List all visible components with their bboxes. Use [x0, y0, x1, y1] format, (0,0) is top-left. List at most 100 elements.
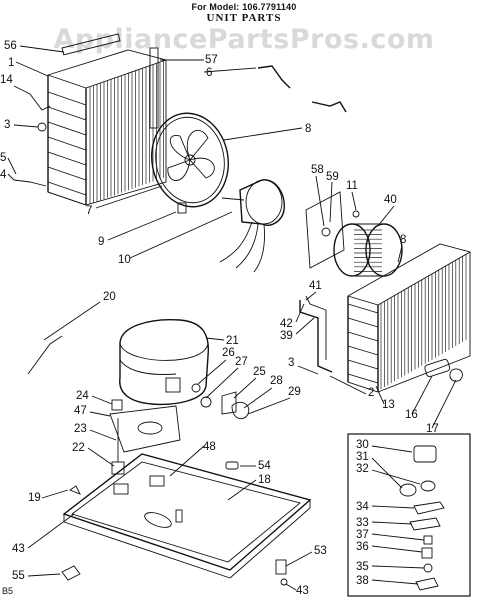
- evaporator-tube: [347, 331, 379, 342]
- leader-line: [13, 85, 31, 95]
- condenser-tube: [47, 136, 87, 151]
- leader-line: [371, 565, 425, 569]
- callout-54: 54: [258, 460, 271, 472]
- part-34-switch: [413, 501, 445, 515]
- callout-8b: 8: [400, 234, 406, 246]
- leader-line: [91, 395, 113, 405]
- callout-13: 13: [382, 399, 395, 411]
- leader-line: [295, 317, 315, 335]
- leader-line: [89, 429, 117, 441]
- callout-29: 29: [288, 386, 301, 398]
- callout-16: 16: [405, 409, 418, 421]
- callout-42: 42: [280, 318, 293, 330]
- part-43-screw: [280, 578, 288, 586]
- leader-line: [205, 367, 239, 399]
- leader-line: [243, 387, 273, 409]
- capillary-tube-2: [305, 295, 327, 360]
- callout-11: 11: [346, 180, 358, 192]
- callout-31: 31: [356, 451, 369, 463]
- part-16-drain: [424, 358, 451, 378]
- leader-line: [371, 579, 419, 585]
- callout-18: 18: [258, 474, 271, 486]
- part-35: [423, 563, 433, 573]
- leader-line: [285, 583, 297, 591]
- part-56-bracket: [61, 33, 121, 56]
- fan-motor: [219, 179, 285, 273]
- leader-line: [371, 521, 413, 525]
- compressor: [119, 319, 210, 406]
- callout-28: 28: [270, 375, 283, 387]
- evaporator-tube: [347, 359, 379, 370]
- leader-line: [377, 205, 395, 227]
- callout-14: 14: [0, 74, 13, 86]
- callout-2: 2: [368, 387, 374, 399]
- leader-line: [41, 489, 69, 499]
- leader-line: [27, 513, 75, 549]
- part-55-bracket: [61, 565, 81, 581]
- evaporator-tube: [347, 317, 379, 328]
- callout-58: 58: [311, 164, 324, 176]
- callout-23: 23: [74, 423, 87, 435]
- callout-33: 33: [356, 517, 369, 529]
- leader-line: [169, 445, 205, 477]
- callout-57: 57: [205, 54, 218, 66]
- callout-43b: 43: [296, 585, 309, 597]
- callout-5: 5: [0, 152, 6, 164]
- callout-8: 8: [305, 123, 311, 135]
- leader-line: [233, 377, 257, 399]
- leader-line: [297, 365, 319, 375]
- leader-line: [329, 181, 333, 223]
- part-11-washer: [352, 210, 360, 218]
- leader-line: [7, 157, 17, 175]
- callout-3b: 3: [288, 357, 294, 369]
- capillary-tube: [299, 300, 333, 373]
- leader-line: [247, 397, 291, 415]
- callout-43: 43: [12, 543, 25, 555]
- base-pan: [62, 453, 312, 579]
- callout-36: 36: [356, 541, 369, 553]
- part-54-pad: [225, 461, 239, 470]
- leader-line: [371, 545, 423, 553]
- watermark: AppliancePartsPros.com: [53, 24, 435, 55]
- compressor-mount: [109, 399, 181, 475]
- part-30-capacitor: [413, 445, 437, 463]
- condenser-tube: [47, 166, 87, 181]
- part-58-nut: [321, 227, 331, 237]
- part-19-clip: [69, 485, 81, 495]
- callout-19: 19: [28, 492, 41, 504]
- leader-line: [371, 457, 403, 489]
- callout-20: 20: [103, 291, 116, 303]
- callout-41: 41: [309, 280, 322, 292]
- callout-10: 10: [118, 254, 131, 266]
- condenser-tube: [47, 121, 87, 136]
- leader-line: [107, 211, 177, 241]
- callout-37: 37: [356, 529, 369, 541]
- callout-9: 9: [98, 236, 104, 248]
- callout-25: 25: [253, 366, 266, 378]
- leader-line: [15, 61, 49, 77]
- leader-line: [7, 173, 15, 181]
- callout-27: 27: [235, 356, 248, 368]
- callout-21: 21: [226, 335, 239, 347]
- leader-line: [371, 445, 413, 453]
- model-number: For Model: 106.7791140: [191, 2, 297, 12]
- part-6-tube: [257, 65, 291, 89]
- part-57-bracket: [149, 47, 159, 129]
- callout-38: 38: [356, 575, 369, 587]
- callout-55: 55: [12, 570, 25, 582]
- leader-line: [89, 411, 111, 417]
- leader-line: [295, 303, 305, 323]
- leader-line: [305, 291, 317, 301]
- callout-labels: 56 1 57 6 14 3 5 4 8 7 9 10 58 59 11 40 …: [0, 40, 439, 597]
- leader-line: [285, 551, 313, 567]
- callout-48: 48: [203, 441, 216, 453]
- page-title: UNIT PARTS: [206, 12, 282, 24]
- part-14-fitting: [29, 93, 51, 111]
- callout-30: 30: [356, 439, 369, 451]
- leader-line: [129, 211, 233, 259]
- control-parts-inset: [347, 433, 471, 597]
- leader-line: [87, 447, 115, 467]
- callout-39: 39: [280, 330, 293, 342]
- leader-line: [197, 359, 227, 385]
